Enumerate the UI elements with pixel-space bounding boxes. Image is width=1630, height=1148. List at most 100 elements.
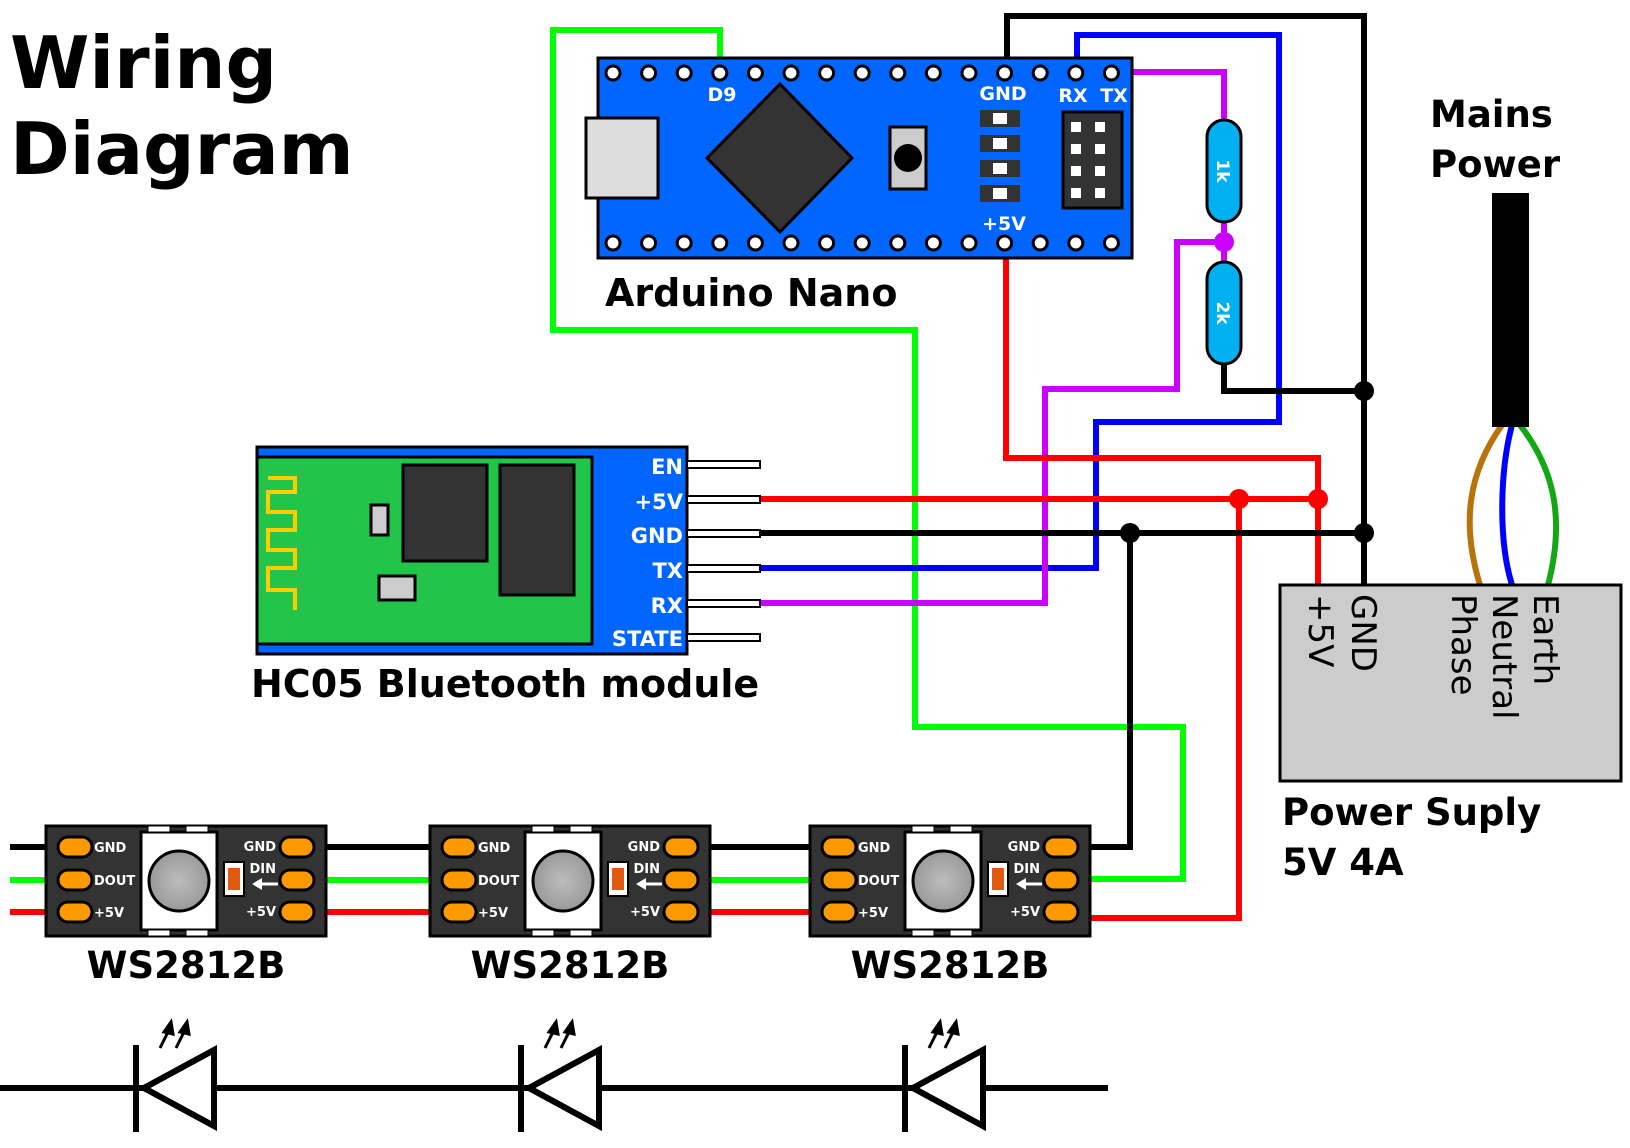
header-pin <box>686 599 761 608</box>
solder-pad <box>820 900 858 924</box>
mains-label-2: Power <box>1430 143 1561 186</box>
pin-label-rx: RX <box>1058 85 1088 107</box>
resistor-2k-label: 2k <box>1212 301 1232 325</box>
solder-pad <box>662 868 700 892</box>
solder-pad <box>1042 900 1080 924</box>
pin-label-d9: D9 <box>708 84 737 106</box>
solder-pad <box>56 835 94 859</box>
solder-pad <box>662 900 700 924</box>
wire-neutral <box>1499 424 1515 586</box>
light-emission-arrows <box>158 1018 191 1049</box>
junction-gnd-resistor <box>1354 381 1374 401</box>
diagram-title: Wiring Diagram <box>10 20 354 192</box>
header-pin <box>1031 64 1049 82</box>
psu-box <box>1278 583 1623 783</box>
header-pin <box>686 495 761 504</box>
led-pin-5v-label: +5V <box>94 906 124 921</box>
pin-label-5v: +5V <box>982 213 1026 235</box>
pin-label-gnd: GND <box>979 83 1026 105</box>
psu-terminal-gnd: GND <box>1343 594 1383 672</box>
header-pin <box>889 64 907 82</box>
header-pin <box>675 234 693 252</box>
header-pin <box>686 633 761 642</box>
led-lens <box>147 849 211 913</box>
hc05-pin-tx: TX <box>652 559 683 583</box>
junction-gnd-led <box>1120 523 1140 543</box>
header-pin <box>818 64 836 82</box>
header-pin <box>924 64 942 82</box>
hc05-header-pins <box>686 460 761 642</box>
led-tab <box>949 825 973 833</box>
hc05-chip-1 <box>401 463 489 563</box>
psu-terminal-phase: Phase <box>1443 594 1483 696</box>
led-pin-5v-label: +5V <box>246 905 276 920</box>
light-emission-arrows <box>543 1018 576 1049</box>
title-line-2: Diagram <box>10 107 354 191</box>
header-pin <box>1031 234 1049 252</box>
header-pin <box>889 234 907 252</box>
arduino-nano: D9 GND RX TX +5V Arduino Nano <box>584 56 1134 315</box>
junctions <box>1120 232 1374 543</box>
header-pin <box>960 64 978 82</box>
solder-pad <box>820 835 858 859</box>
hc05-pin-rx: RX <box>651 594 683 618</box>
psu-label-2: 5V 4A <box>1282 841 1404 884</box>
mains-power: Mains Power <box>1430 93 1561 427</box>
header-pin <box>853 64 871 82</box>
hc05-module: EN +5V GND TX RX STATE HC05 Bluetooth mo… <box>251 445 761 706</box>
title-line-1: Wiring <box>10 21 278 105</box>
led-tab <box>147 825 171 833</box>
header-pin <box>746 64 764 82</box>
led-pin-din-label: DIN <box>249 862 276 877</box>
arduino-label: Arduino Nano <box>605 271 897 315</box>
led-capacitor-body <box>992 868 1004 890</box>
junction-gnd-hc05 <box>1354 523 1374 543</box>
header-pin <box>604 234 622 252</box>
microcontroller-chip <box>704 81 855 235</box>
led-pin-dout-label: DOUT <box>858 874 899 889</box>
header-pin <box>1102 234 1120 252</box>
header-pin <box>1067 64 1085 82</box>
led-label: WS2812B <box>87 944 286 987</box>
led-tab <box>911 929 935 937</box>
wire-rx-top <box>1118 69 1227 120</box>
hc05-pin-state: STATE <box>612 627 683 651</box>
header-pin <box>782 64 800 82</box>
solder-pad <box>440 868 478 892</box>
wire-5v-arduino <box>1003 246 1321 585</box>
led-tab <box>911 825 935 833</box>
solder-pad <box>278 868 316 892</box>
led-tab <box>531 825 555 833</box>
wire-earth <box>1517 423 1560 586</box>
led-pin-gnd-label: GND <box>628 840 661 855</box>
data-direction-arrow <box>636 878 662 890</box>
led-schematic <box>0 1018 1108 1132</box>
led-pin-5v-label: +5V <box>1010 905 1040 920</box>
header-pin <box>853 234 871 252</box>
header-pin <box>686 564 761 573</box>
hc05-pin-gnd: GND <box>631 524 683 548</box>
led-label: WS2812B <box>471 944 670 987</box>
diode-symbol-2 <box>518 1018 602 1132</box>
led-capacitor-body <box>228 868 240 890</box>
psu-terminal-earth: Earth <box>1525 594 1565 685</box>
junction-5v-led <box>1229 489 1249 509</box>
led-pin-dout-label: DOUT <box>478 874 519 889</box>
junction-5v-psu <box>1308 489 1328 509</box>
light-emission-arrows <box>927 1018 960 1049</box>
diode-symbols <box>133 1018 986 1132</box>
wire-tx <box>760 32 1282 571</box>
header-pin <box>675 64 693 82</box>
usb-connector <box>584 116 660 200</box>
led-label: WS2812B <box>851 944 1050 987</box>
antenna-trace <box>266 476 297 610</box>
psu-terminal-neutral: Neutral <box>1484 594 1524 720</box>
wires <box>10 13 1560 921</box>
led-pin-5v-label: +5V <box>630 905 660 920</box>
header-pin <box>1102 64 1120 82</box>
solder-pad <box>820 868 858 892</box>
wire-gnd-main <box>1004 13 1367 585</box>
